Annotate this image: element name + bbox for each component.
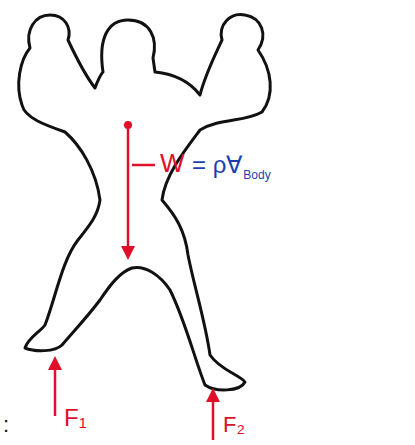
formula-subscript: Body bbox=[243, 169, 270, 181]
force-symbol: W bbox=[160, 150, 185, 176]
weight-formula: = ρ∀ bbox=[192, 153, 242, 177]
punctuation-mark: : bbox=[3, 412, 9, 437]
weight-tick bbox=[132, 164, 155, 167]
force-arrowhead bbox=[48, 356, 62, 370]
punctuation-mark: : bbox=[3, 414, 9, 436]
force-symbol: W bbox=[160, 148, 185, 178]
body-silhouette bbox=[19, 15, 271, 390]
force-symbol: F₂ bbox=[223, 412, 245, 437]
force-symbol: F₁ bbox=[64, 404, 87, 431]
weight-arrowhead bbox=[121, 246, 135, 260]
formula-subscript: Body bbox=[243, 168, 270, 182]
force-symbol: F₁ bbox=[64, 406, 87, 430]
force-symbol: F₂ bbox=[223, 414, 245, 436]
weight-arrow bbox=[127, 125, 130, 248]
force-arrowhead bbox=[206, 388, 220, 402]
force-arrow bbox=[54, 368, 57, 416]
force-arrow bbox=[212, 400, 215, 440]
weight-formula: = ρ∀ bbox=[192, 151, 242, 178]
